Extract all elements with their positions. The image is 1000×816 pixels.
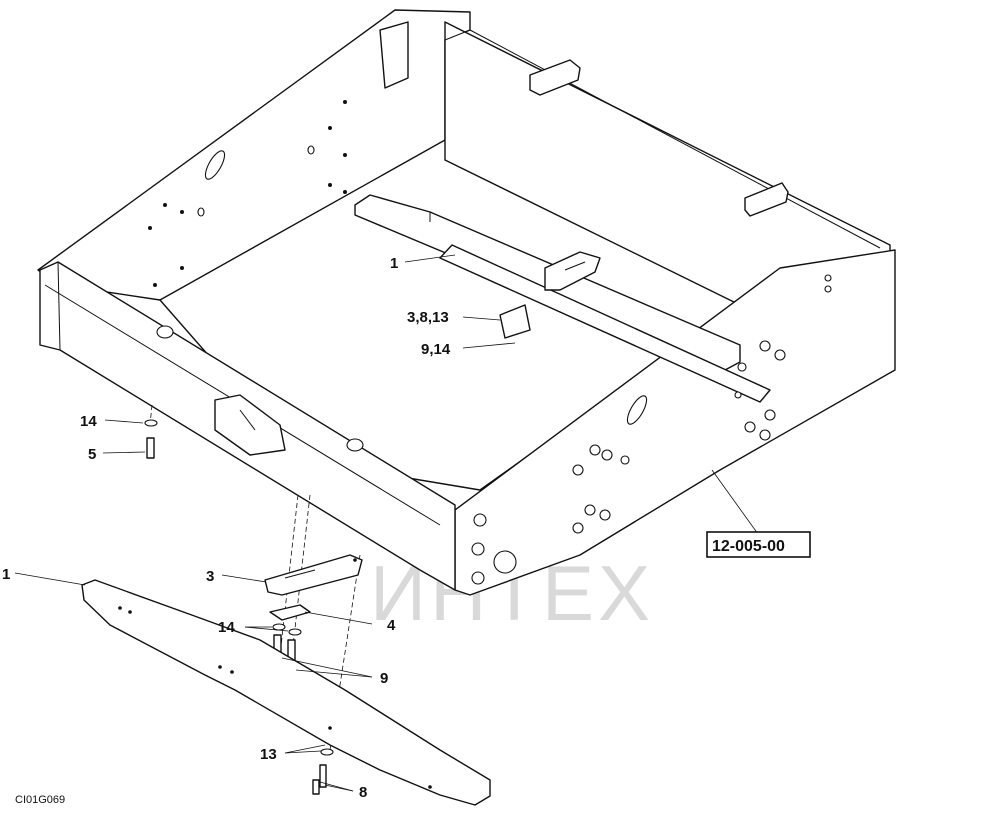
callout-3-8-13: 3,8,13 — [407, 309, 449, 326]
right-wall-holes — [471, 274, 832, 585]
callout-1-upper: 1 — [390, 255, 398, 272]
callout-3: 3 — [206, 568, 214, 585]
part-3-bracket — [264, 554, 363, 596]
exploded-parts — [81, 404, 491, 806]
callout-8: 8 — [359, 784, 367, 801]
leader-lines — [14, 254, 759, 792]
callout-14-left: 14 — [80, 413, 97, 430]
callout-5: 5 — [88, 446, 96, 463]
reference-box: 12-005-00 — [706, 531, 811, 558]
washer-14-lower — [272, 623, 286, 631]
bolt-5 — [146, 437, 155, 459]
callout-1-lower: 1 — [2, 566, 10, 583]
washer-14-left — [144, 419, 158, 427]
callout-9-14-upper: 9,14 — [421, 341, 451, 358]
callout-13: 13 — [260, 746, 277, 763]
part-4-spacer — [269, 604, 311, 621]
bolt-8 — [319, 764, 327, 788]
left-wall-holes — [148, 100, 347, 287]
callout-14-lower: 14 — [218, 619, 235, 636]
main-frame — [37, 9, 896, 596]
washer-13 — [320, 748, 334, 756]
callouts: 1 3,8,13 9,14 14 5 1 3 4 14 9 13 8 — [2, 255, 451, 801]
callout-9: 9 — [380, 670, 388, 687]
drawing-code: CI01G069 — [15, 794, 65, 806]
part-1-plate — [81, 579, 491, 806]
callout-4: 4 — [387, 617, 396, 634]
reference-label: 12-005-00 — [712, 538, 785, 555]
